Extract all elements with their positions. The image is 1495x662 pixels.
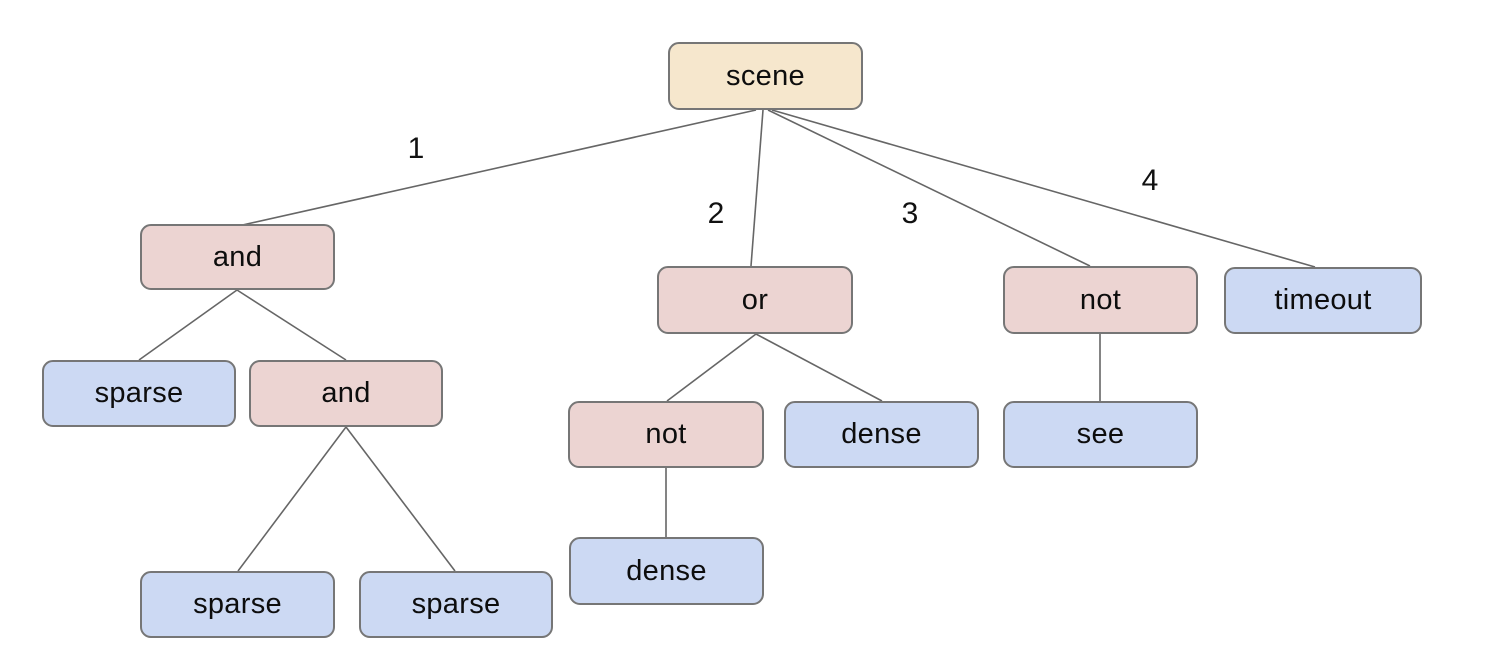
node-not-right: not	[1003, 266, 1198, 334]
node-dense-right: dense	[784, 401, 979, 468]
node-scene: scene	[668, 42, 863, 110]
node-and-2: and	[249, 360, 443, 427]
node-sparse-3: sparse	[359, 571, 553, 638]
edge-scene-not-right	[767, 109, 1091, 267]
node-sparse-1: sparse	[42, 360, 236, 427]
node-not-mid: not	[568, 401, 764, 468]
edge-label-3: 3	[901, 197, 919, 230]
node-and-1: and	[140, 224, 335, 290]
node-or: or	[657, 266, 853, 334]
edge-and-1-sparse-1	[138, 289, 238, 361]
edge-and-2-sparse-2	[237, 426, 347, 572]
edge-label-1: 1	[407, 132, 425, 165]
node-see: see	[1003, 401, 1198, 468]
edge-scene-or	[750, 109, 764, 267]
node-sparse-2: sparse	[140, 571, 335, 638]
edge-scene-and-1	[237, 109, 757, 227]
edge-and-1-and-2	[236, 289, 347, 361]
edge-label-4: 4	[1141, 164, 1159, 197]
edge-label-2: 2	[707, 197, 725, 230]
edge-scene-timeout	[771, 109, 1316, 268]
node-dense-bottom: dense	[569, 537, 764, 605]
edge-or-not-mid	[666, 333, 757, 402]
node-timeout: timeout	[1224, 267, 1422, 334]
edge-or-dense-right	[755, 333, 883, 402]
edge-and-2-sparse-3	[345, 426, 456, 572]
